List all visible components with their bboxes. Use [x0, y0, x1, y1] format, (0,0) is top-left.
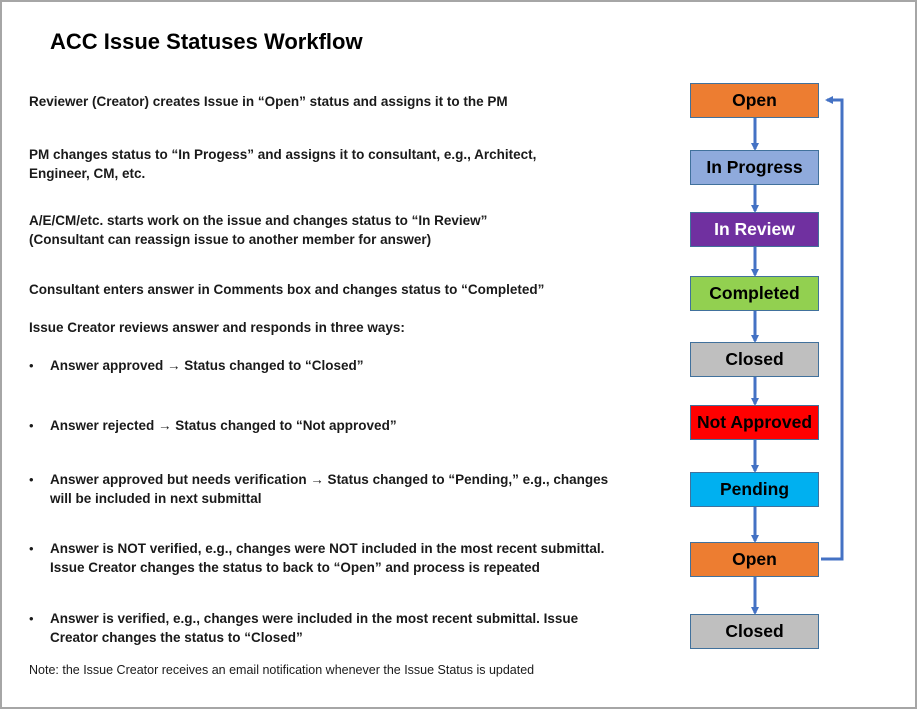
status-box-open-again: Open — [690, 542, 819, 577]
status-box-completed: Completed — [690, 276, 819, 311]
bullet-text: Answer is verified, e.g., changes were i… — [50, 609, 578, 647]
bullet-line: Answer is NOT verified, e.g., changes we… — [50, 541, 605, 556]
bullet-text: Answer is NOT verified, e.g., changes we… — [50, 539, 604, 577]
bullet-glyph: • — [29, 541, 34, 556]
step-line: (Consultant can reassign issue to anothe… — [29, 232, 432, 247]
status-box-closed-final: Closed — [690, 614, 819, 649]
bullet-line: Answer is verified, e.g., changes were i… — [50, 611, 579, 626]
bullet-text: Answer rejected → Status changed to “Not… — [50, 418, 397, 433]
status-box-in-review: In Review — [690, 212, 819, 247]
step-text: Issue Creator reviews answer and respond… — [29, 320, 405, 335]
step-line: Engineer, CM, etc. — [29, 166, 146, 181]
step-text: A/E/CM/etc. starts work on the issue and… — [29, 211, 487, 249]
bullet-glyph: • — [29, 358, 34, 373]
bullet-line: Issue Creator changes the status to back… — [50, 560, 540, 575]
bullet-glyph: • — [29, 472, 34, 487]
loop-back-arrow — [821, 96, 844, 561]
bullet-line: will be included in next submittal — [50, 491, 262, 506]
bullet-line: Creator changes the status to “Closed” — [50, 630, 303, 645]
bullet-glyph: • — [29, 611, 34, 626]
bullet-text: Answer approved but needs verification →… — [50, 470, 608, 508]
status-box-in-progress: In Progress — [690, 150, 819, 185]
page-title: ACC Issue Statuses Workflow — [50, 29, 363, 54]
status-box-open: Open — [690, 83, 819, 118]
bullet-text: Answer approved → Status changed to “Clo… — [50, 358, 364, 373]
bullet-line: Answer approved but needs verification →… — [50, 472, 609, 487]
bullet-glyph: • — [29, 418, 34, 433]
step-text: Consultant enters answer in Comments box… — [29, 282, 545, 297]
status-box-closed: Closed — [690, 342, 819, 377]
status-box-not-approved: Not Approved — [690, 405, 819, 440]
step-line: A/E/CM/etc. starts work on the issue and… — [29, 213, 488, 228]
status-box-pending: Pending — [690, 472, 819, 507]
step-text: PM changes status to “In Progess” and as… — [29, 145, 536, 183]
step-text: Reviewer (Creator) creates Issue in “Ope… — [29, 94, 508, 109]
footnote: Note: the Issue Creator receives an emai… — [29, 663, 535, 677]
step-line: PM changes status to “In Progess” and as… — [29, 147, 537, 162]
